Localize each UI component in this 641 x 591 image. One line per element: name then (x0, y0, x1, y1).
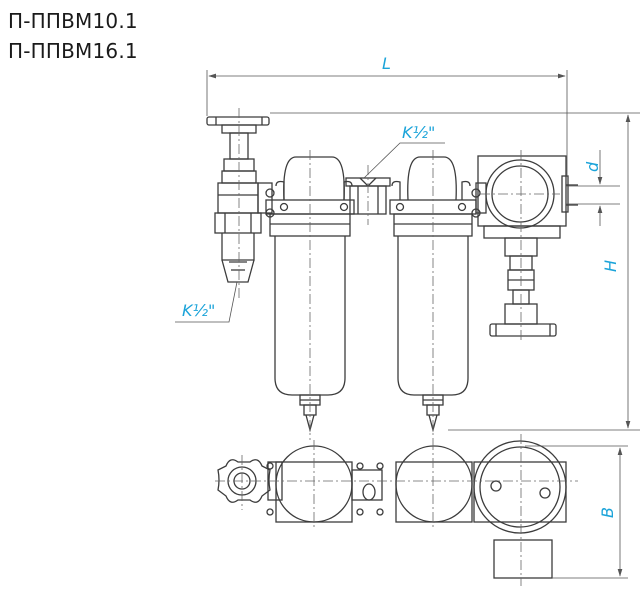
model-title-2: П-ППВМ16.1 (8, 39, 138, 63)
valve-handwheel (206, 116, 270, 134)
dimension-L-label: L (382, 54, 391, 73)
model-titles: П-ППВМ10.1 П-ППВМ16.1 (8, 6, 138, 66)
dimension-H-label: H (601, 260, 620, 272)
center-lines (215, 108, 578, 586)
dimension-lines (175, 70, 640, 579)
plan-coupling (351, 462, 384, 516)
port-inlet-label: K½" (182, 301, 215, 320)
plan-regulator (473, 440, 567, 579)
plan-filter-2 (395, 445, 473, 523)
dimension-d-label: d (583, 161, 602, 172)
pressure-regulator (477, 155, 578, 337)
port-between-label: K½" (402, 123, 435, 142)
dimension-B-label: B (598, 507, 617, 518)
shutoff-valve (214, 132, 262, 283)
plan-valve (217, 459, 271, 503)
model-title-1: П-ППВМ10.1 (8, 9, 138, 33)
